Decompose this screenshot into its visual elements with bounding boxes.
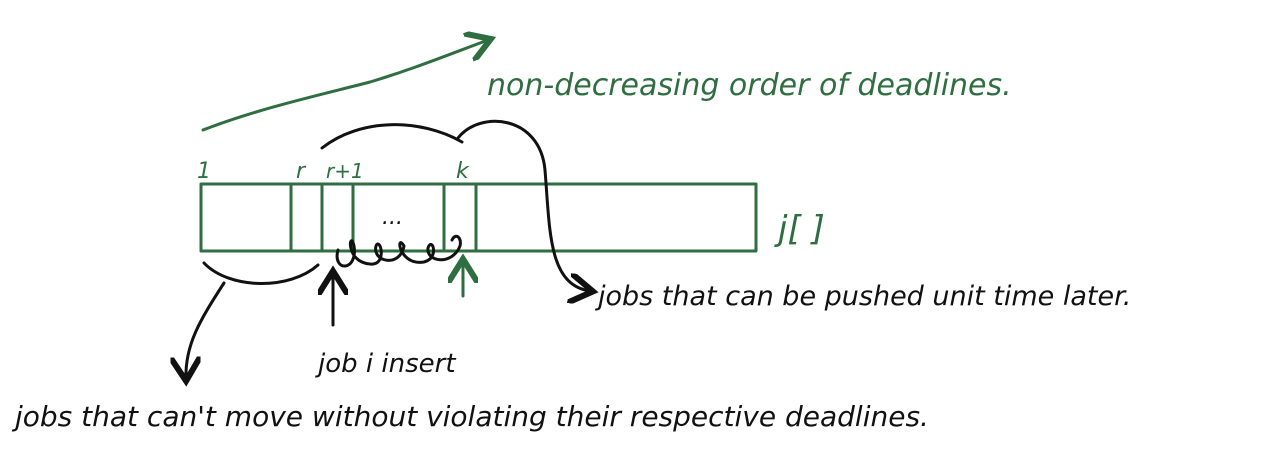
order-note: non-decreasing order of deadlines. — [487, 68, 1012, 103]
array-outline — [199, 182, 758, 253]
ellipsis: ... — [382, 205, 403, 230]
insert-note: job i insert — [315, 349, 456, 379]
pushed-pointer-arrow — [456, 119, 590, 291]
array-name: j[ ] — [774, 209, 825, 249]
job-array: ... — [199, 182, 758, 253]
fixed-pointer-arrow — [186, 281, 226, 378]
index-1: 1 — [197, 159, 211, 184]
pushed-note: jobs that can be pushed unit time later. — [594, 281, 1131, 312]
shift-range-arc — [320, 123, 464, 150]
index-k: k — [456, 159, 470, 184]
index-r-plus-1: r+1 — [326, 159, 364, 183]
deadline-order-arrow — [201, 40, 488, 132]
fixed-note: jobs that can't move without violating t… — [11, 400, 929, 433]
index-r: r — [296, 159, 307, 184]
fixed-range-arc — [202, 261, 320, 285]
shift-loops — [335, 234, 462, 268]
